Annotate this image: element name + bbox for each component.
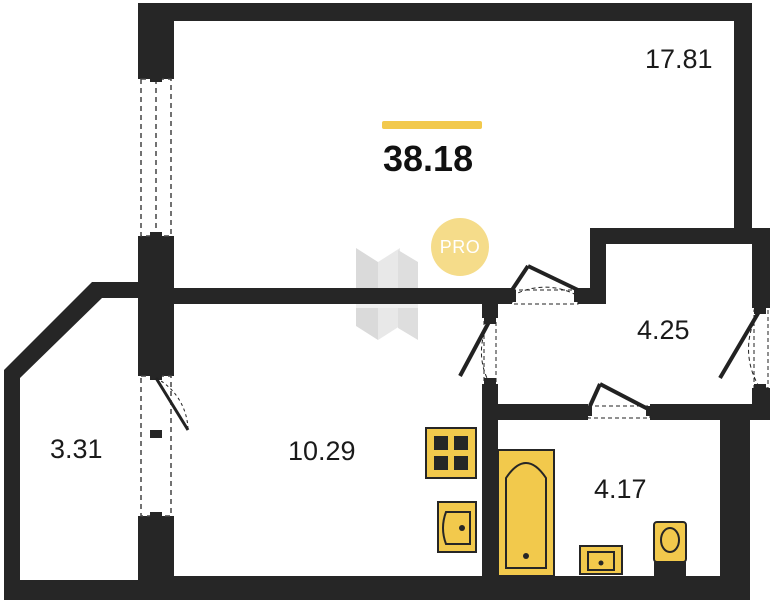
room-area-kitchen: 10.29 — [288, 436, 356, 466]
room-area-main: 17.81 — [645, 44, 713, 74]
window-caps — [150, 74, 162, 520]
total-area: 38.18 — [383, 138, 474, 179]
stove-icon — [425, 427, 477, 479]
room-area-bathroom: 4.17 — [594, 474, 647, 504]
bathtub-icon — [497, 449, 555, 577]
door-caps — [150, 290, 766, 438]
total-area-bar — [382, 121, 482, 129]
toilet-icon — [653, 521, 687, 576]
washbasin-icon — [579, 545, 623, 575]
room-area-hall: 4.25 — [637, 315, 690, 345]
doors — [154, 264, 769, 431]
walls — [4, 3, 770, 600]
pro-badge: PRO — [431, 218, 489, 276]
sink-icon — [437, 501, 477, 553]
room-area-balcony: 3.31 — [50, 434, 103, 464]
